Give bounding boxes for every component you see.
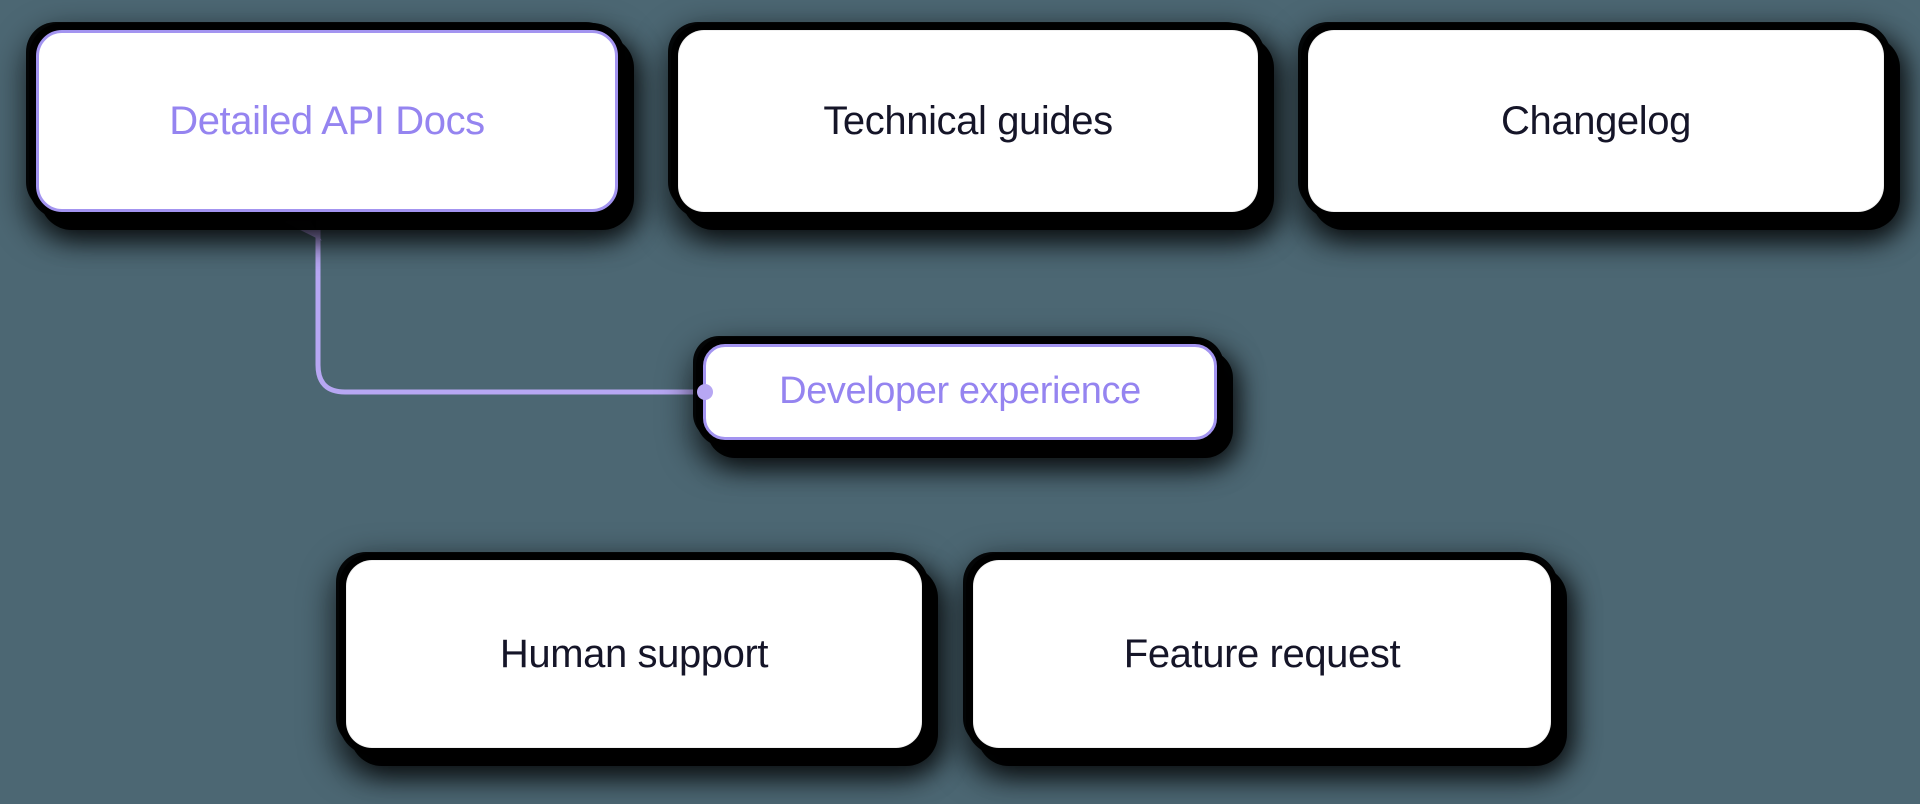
node-detailed-api-docs[interactable]: Detailed API Docs: [36, 30, 618, 212]
node-label: Human support: [499, 632, 769, 676]
node-human-support[interactable]: Human support: [346, 560, 922, 748]
node-technical-guides[interactable]: Technical guides: [678, 30, 1258, 212]
node-feature-request[interactable]: Feature request: [973, 560, 1551, 748]
node-label: Technical guides: [823, 99, 1113, 143]
node-label: Changelog: [1501, 99, 1691, 143]
node-label: Detailed API Docs: [169, 99, 485, 143]
edge-devex-to-api-docs: [284, 203, 703, 395]
node-label: Feature request: [1123, 632, 1401, 676]
node-changelog[interactable]: Changelog: [1308, 30, 1884, 212]
node-developer-experience[interactable]: Developer experience: [703, 344, 1217, 440]
connector-port-dot: [697, 384, 713, 400]
node-label: Developer experience: [779, 370, 1141, 413]
